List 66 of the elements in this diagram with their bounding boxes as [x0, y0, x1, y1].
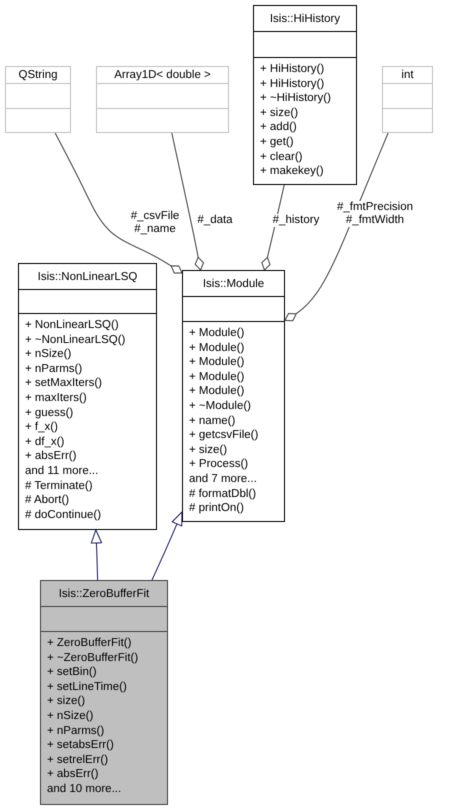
class-member: + maxIters(): [25, 390, 87, 406]
class-member: + nSize(): [47, 708, 94, 724]
class-member: + setBin(): [47, 665, 97, 680]
inheritance-arrow: [152, 511, 182, 580]
class-box: [18, 263, 157, 530]
class-member: # doContinue(): [25, 508, 102, 522]
class-member: + ~Module(): [189, 398, 252, 414]
class-member: + guess(): [25, 406, 74, 420]
class-member: + size(): [47, 694, 86, 709]
class-name: Isis::HiHistory: [270, 12, 340, 24]
class-member: + getcsvFile(): [189, 428, 258, 443]
class-member: + ~ZeroBufferFit(): [47, 650, 138, 666]
class-box: [5, 66, 71, 133]
class-member: + setMaxIters(): [25, 376, 102, 391]
aggregation-connector: [54, 132, 182, 274]
class-member: + clear(): [260, 150, 302, 164]
class-member: + size(): [189, 442, 228, 458]
class-member: + Module(): [189, 384, 244, 399]
class-member: + f_x(): [25, 420, 58, 435]
class-member: + df_x(): [25, 434, 64, 450]
class-name: Isis::ZeroBufferFit: [58, 588, 150, 600]
class-member: # Terminate(): [25, 478, 93, 494]
class-member: + Module(): [189, 370, 244, 384]
class-name: int: [401, 69, 414, 81]
class-member: # Abort(): [25, 493, 70, 508]
class-member: # formatDbl(): [189, 486, 256, 502]
edge-label: #_history: [271, 214, 321, 227]
class-member: + Module(): [189, 340, 244, 356]
class-member: + ~NonLinearLSQ(): [25, 332, 126, 348]
class-member: + ZeroBufferFit(): [47, 636, 132, 651]
class-member: + absErr(): [47, 767, 98, 782]
class-member: and 11 more...: [25, 464, 98, 479]
class-member: and 10 more...: [47, 782, 122, 797]
class-member: + HiHistory(): [260, 76, 324, 92]
class-member: + nSize(): [25, 347, 72, 362]
class-member: + Module(): [189, 355, 244, 370]
class-name: Isis::Module: [202, 278, 264, 290]
class-box: [40, 580, 168, 805]
class-member: + name(): [189, 414, 236, 428]
class-member: + nParms(): [47, 724, 104, 738]
class-member: + setrelErr(): [47, 752, 108, 768]
aggregation-connector: [171, 132, 204, 270]
class-box: [96, 66, 229, 133]
edge-label: #_data: [195, 214, 235, 227]
class-member: + absErr(): [25, 449, 76, 464]
class-member: + ~HiHistory(): [260, 91, 331, 106]
class-name: Isis::NonLinearLSQ: [38, 270, 138, 282]
class-member: + setLineTime(): [47, 680, 127, 694]
class-member: + get(): [260, 134, 294, 150]
class-member: + Module(): [189, 326, 244, 341]
class-box: [182, 270, 285, 522]
class-box: [253, 5, 357, 185]
class-member: + setabsErr(): [47, 738, 114, 753]
class-member: + Process(): [189, 457, 248, 472]
class-member: # printOn(): [189, 501, 244, 516]
inheritance-arrow: [90, 530, 102, 580]
class-member: + nParms(): [25, 362, 82, 376]
class-member: + HiHistory(): [260, 62, 324, 77]
class-member: and 7 more...: [189, 472, 257, 487]
class-name: Array1D< double >: [114, 69, 211, 81]
class-member: + NonLinearLSQ(): [25, 318, 119, 333]
class-name: QString: [18, 69, 58, 81]
class-member: + makekey(): [260, 164, 324, 179]
class-member: + add(): [260, 120, 297, 135]
class-box: [382, 66, 433, 133]
class-member: + size(): [260, 106, 298, 120]
